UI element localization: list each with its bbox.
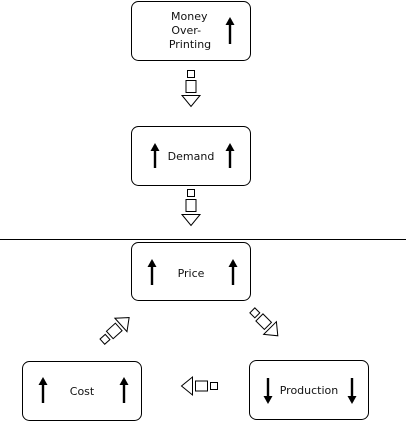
node-box: [249, 360, 369, 420]
up-arrow-icon: [38, 377, 48, 403]
node-label-line: Printing: [169, 38, 211, 51]
edge-money-to-demand-arrow: [181, 70, 201, 107]
edge-cost-to-price-arrow: [95, 310, 136, 349]
node-box: [22, 361, 142, 421]
up-arrow-icon: [147, 259, 157, 285]
node-price: Price: [131, 242, 251, 301]
up-arrow-icon: [225, 143, 235, 168]
node-cost: Cost: [22, 361, 142, 421]
node-box: [131, 126, 251, 186]
node-box: [131, 242, 251, 301]
up-arrow-icon: [119, 377, 129, 403]
node-label-line: Money: [171, 10, 208, 23]
node-money: Money Over- Printing: [131, 1, 251, 61]
node-demand: Demand: [131, 126, 251, 186]
down-arrow-icon: [347, 378, 357, 404]
node-production: Production: [249, 360, 369, 420]
node-label: Demand: [168, 150, 215, 163]
up-arrow-icon: [150, 143, 160, 168]
node-box: [131, 1, 251, 61]
edge-price-to-production-arrow: [245, 303, 285, 343]
node-label: Cost: [70, 385, 95, 398]
node-label-line: Over-: [171, 24, 201, 37]
up-arrow-icon: [228, 259, 238, 285]
node-label: Price: [178, 267, 205, 280]
edge-production-to-cost-arrow: [181, 376, 218, 396]
down-arrow-icon: [263, 378, 273, 404]
svg-text:Money Over- Printi: Money Over- Printing: [169, 10, 211, 51]
up-arrow-icon: [225, 17, 235, 44]
node-label: Production: [280, 384, 339, 397]
edge-demand-to-price-arrow: [181, 189, 201, 226]
